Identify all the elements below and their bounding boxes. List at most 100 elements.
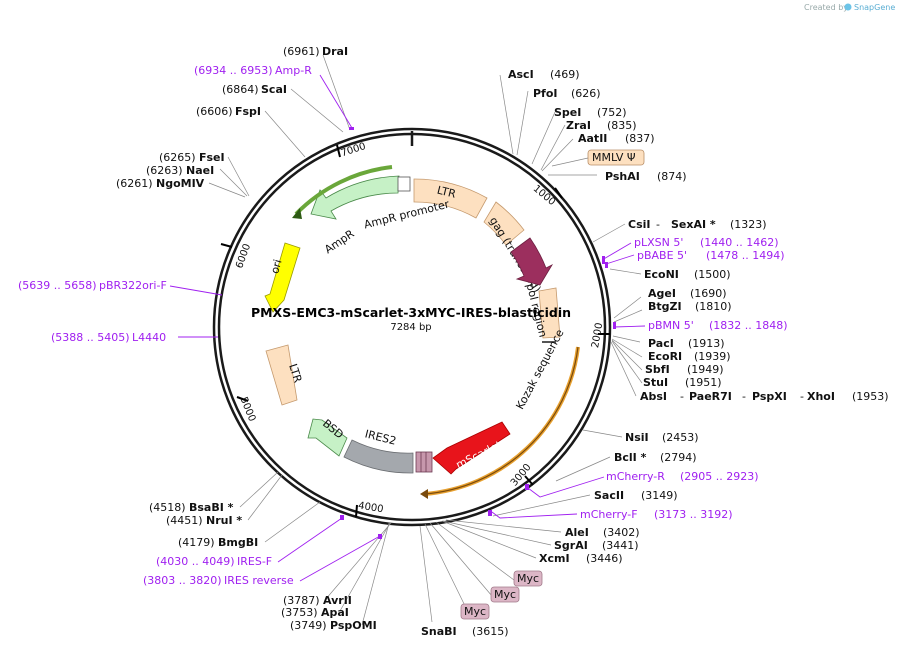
site-btgzi[interactable]: BtgZI xyxy=(648,300,682,313)
site-asci[interactable]: AscI xyxy=(508,68,534,81)
site-pos-avrii: (3787) xyxy=(283,594,320,607)
feature-ori[interactable] xyxy=(264,242,301,313)
primer-pbr322ori-f[interactable]: pBR322ori-F xyxy=(99,279,167,292)
primer-mcherry-r[interactable]: mCherry-R xyxy=(606,470,665,483)
site-nrui[interactable]: NruI * xyxy=(206,514,242,527)
feature-small-box xyxy=(397,176,411,192)
site-pos-xcmi: (3446) xyxy=(586,552,623,565)
site-scai[interactable]: ScaI xyxy=(261,83,287,96)
site-csii[interactable]: CsiI xyxy=(628,218,650,231)
site-econi[interactable]: EcoNI xyxy=(644,268,679,281)
primer-l4440[interactable]: L4440 xyxy=(132,331,166,344)
site-agei[interactable]: AgeI xyxy=(648,287,676,300)
site-pos-naei: (6263) xyxy=(146,164,183,177)
site-ecori[interactable]: EcoRI xyxy=(648,350,682,363)
site-pos-ngomiv: (6261) xyxy=(116,177,153,190)
feature-ltr-left[interactable] xyxy=(265,344,298,406)
site-paer7i[interactable]: PaeR7I xyxy=(689,390,732,403)
feature-pol-arrow[interactable] xyxy=(510,237,554,286)
feature-mscarlet[interactable] xyxy=(432,421,511,475)
primer-range-pbr322: (5639 .. 5658) xyxy=(18,279,97,292)
site-fsei[interactable]: FseI xyxy=(199,151,225,164)
primer-pbabe[interactable]: pBABE 5' xyxy=(637,249,687,262)
site-drai[interactable]: DraI xyxy=(322,45,348,58)
site-absi[interactable]: AbsI xyxy=(640,390,667,403)
site-bmgbi[interactable]: BmgBI xyxy=(218,536,258,549)
site-pspomi[interactable]: PspOMI xyxy=(330,619,377,632)
site-pspxi[interactable]: PspXI xyxy=(752,390,787,403)
plasmid-name: PMXS-EMC3-mScarlet-3xMYC-IRES-blasticidi… xyxy=(251,305,571,320)
leader-lines xyxy=(208,54,643,626)
primer-plxsn[interactable]: pLXSN 5' xyxy=(634,236,683,249)
feature-myc-block[interactable] xyxy=(415,451,433,473)
site-pfoi[interactable]: PfoI xyxy=(533,87,558,100)
site-pshai[interactable]: PshAI xyxy=(605,170,640,183)
feature-gag[interactable] xyxy=(483,201,525,246)
feature-ires2[interactable] xyxy=(343,439,414,474)
plasmid-length: 7284 bp xyxy=(390,322,431,333)
left-bottom-site-labels: (3787) AvrII (3753) ApaI (3749) PspOMI (… xyxy=(149,501,377,632)
site-sgrai[interactable]: SgrAI xyxy=(554,539,588,552)
primer-ires-f[interactable]: IRES-F xyxy=(237,555,272,568)
site-pos-zrai: (835) xyxy=(607,119,637,132)
site-xhoi[interactable]: XhoI xyxy=(807,390,835,403)
primer-ires-reverse[interactable]: IRES reverse xyxy=(224,574,294,587)
feature-mmlv-psi[interactable] xyxy=(587,149,645,166)
myc-tag-3[interactable] xyxy=(460,603,490,620)
primer-range-mcherry-f: (3173 .. 3192) xyxy=(654,508,733,521)
credit-prefix: Created by xyxy=(804,3,848,12)
myc-tag-2-label: Myc xyxy=(494,588,516,601)
feature-bsd[interactable] xyxy=(307,418,348,457)
feature-pol-region[interactable] xyxy=(538,287,561,339)
primer-range-l4440: (5388 .. 5405) xyxy=(51,331,130,344)
primer-range-pbabe: (1478 .. 1494) xyxy=(706,249,785,262)
site-avrii[interactable]: AvrII xyxy=(323,594,352,607)
primer-mcherry-f[interactable]: mCherry-F xyxy=(580,508,638,521)
site-nsii[interactable]: NsiI xyxy=(625,431,649,444)
tick-7000: 7000 xyxy=(340,141,368,159)
site-fspi[interactable]: FspI xyxy=(235,105,261,118)
primer-range-pbmn: (1832 .. 1848) xyxy=(709,319,788,332)
site-bsabi[interactable]: BsaBI * xyxy=(189,501,234,514)
site-pos-sexai: (1323) xyxy=(730,218,767,231)
site-sbfi[interactable]: SbfI xyxy=(645,363,670,376)
site-pos-bsabi: (4518) xyxy=(149,501,186,514)
site-stui[interactable]: StuI xyxy=(643,376,668,389)
site-pos-stui: (1951) xyxy=(685,376,722,389)
site-paci[interactable]: PacI xyxy=(648,337,674,350)
site-sexai[interactable]: SexAI * xyxy=(671,218,716,231)
site-pos-fsei: (6265) xyxy=(159,151,196,164)
feature-ampr[interactable] xyxy=(310,175,400,220)
tick-4000: 4000 xyxy=(357,501,384,516)
myc-tag-2[interactable] xyxy=(490,586,520,603)
site-pos-aatii: (837) xyxy=(625,132,655,145)
feature-ampr-promoter-line[interactable] xyxy=(294,165,393,216)
ampr-promoter-arrowhead xyxy=(292,208,302,219)
site-aatii[interactable]: AatII xyxy=(578,132,607,145)
snapgene-logo-icon xyxy=(844,3,852,11)
primer-range-ires-rev: (3803 .. 3820) xyxy=(143,574,222,587)
site-bcli[interactable]: BclI * xyxy=(614,451,647,464)
site-pos-sbfi: (1949) xyxy=(687,363,724,376)
myc-tag-1[interactable] xyxy=(513,570,543,587)
tick-2000: 2000 xyxy=(590,322,605,349)
myc-tag-3-label: Myc xyxy=(464,605,486,618)
feature-mmlv-psi-label: MMLV Ψ xyxy=(592,151,636,164)
site-zrai[interactable]: ZraI xyxy=(566,119,591,132)
left-site-labels: (6961) DraI (6864) ScaI (6606) FspI (626… xyxy=(116,45,348,190)
site-spei[interactable]: SpeI xyxy=(554,106,581,119)
site-ngomiv[interactable]: NgoMIV xyxy=(156,177,205,190)
site-sacii[interactable]: SacII xyxy=(594,489,624,502)
feature-orange-arc[interactable] xyxy=(423,346,580,496)
primer-pbmn[interactable]: pBMN 5' xyxy=(648,319,694,332)
site-pos-ecori: (1939) xyxy=(694,350,731,363)
site-apai[interactable]: ApaI xyxy=(321,606,349,619)
site-xcmi[interactable]: XcmI xyxy=(539,552,570,565)
feature-ltr-top[interactable] xyxy=(413,178,488,219)
site-alei[interactable]: AleI xyxy=(565,526,589,539)
primer-ampr[interactable]: Amp-R xyxy=(275,64,312,77)
site-pos-scai: (6864) xyxy=(222,83,259,96)
svg-text:-: - xyxy=(656,218,660,231)
site-snabi[interactable]: SnaBI xyxy=(421,625,457,638)
site-naei[interactable]: NaeI xyxy=(186,164,214,177)
